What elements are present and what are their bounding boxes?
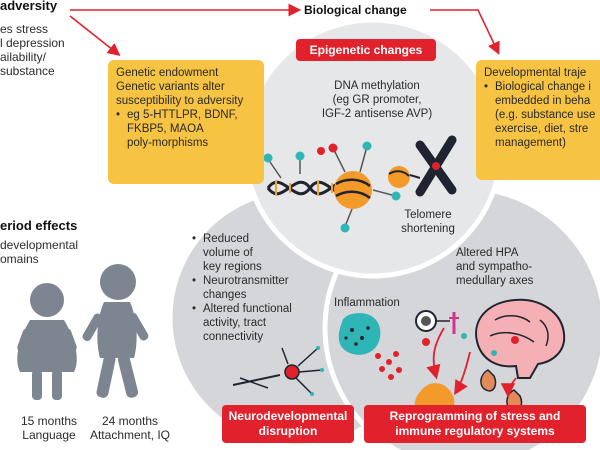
neuro-bullet-line: connectivity [203, 331, 264, 343]
neuro-bullet: Reduced volume of key regions [192, 232, 322, 274]
neuro-bullet-line: volume of [203, 247, 253, 259]
neuro-bullet-list: Reduced volume of key regions Neurotrans… [192, 232, 322, 344]
developmental-bullet-list: Biological change i embedded in beha (e.… [484, 80, 598, 150]
genetic-endowment-box: Genetic endowment Genetic variants alter… [108, 60, 264, 184]
inflammation-label: Inflammation [334, 297, 400, 309]
stress-label-line: Reprogramming of stress and [389, 409, 561, 423]
child-15-months-caption: 15 months Language [12, 414, 86, 442]
child-domain: Language [22, 428, 76, 442]
adversity-line: l depression [0, 36, 65, 50]
genetic-bullet-list: eg 5-HTTLPR, BDNF, FKBP5, MAOA poly-morp… [116, 108, 256, 150]
period-effects-heading: eriod effects [0, 218, 78, 233]
brain-icon [475, 298, 566, 379]
reprogramming-stress-immune-label: Reprogramming of stress and immune regul… [364, 405, 586, 443]
dna-methylation-text: DNA methylation (eg GR promoter, IGF-2 a… [302, 79, 452, 121]
signal-marker-icons [461, 333, 497, 356]
adversity-heading: adversity [0, 0, 58, 13]
child-domain: Attachment, IQ [89, 428, 171, 442]
developmental-bullet: Biological change i embedded in beha (e.… [484, 80, 598, 150]
adversity-line: ailability/ [0, 50, 47, 64]
neuro-bullet: Altered functional activity, tract conne… [192, 302, 322, 344]
adversity-list: es stress l depression ailability/ subst… [0, 22, 65, 78]
immune-cell-small-icon [415, 310, 450, 346]
genetic-bullet-line: poly-morphisms [127, 137, 209, 149]
period-line: omains [0, 252, 39, 266]
genetic-line: susceptibility to adversity [116, 95, 244, 107]
dna-line: (eg GR promoter, [332, 94, 422, 106]
nucleosome-icon [334, 166, 410, 209]
developmental-title: Developmental traje [484, 67, 587, 79]
methyl-group-icons [263, 141, 401, 233]
developmental-trajectory-box: Developmental traje Biological change i … [476, 60, 600, 180]
period-effects-list: developmental omains [0, 238, 78, 266]
chromosome-icon [409, 135, 457, 197]
stress-axis-arrows [426, 327, 517, 398]
genetic-line: Genetic variants alter [116, 81, 225, 93]
hpa-line: Altered HPA [456, 247, 519, 259]
neuro-bullet: Neurotransmitter changes [192, 274, 322, 302]
stress-label-line: immune regulatory systems [395, 424, 555, 438]
dna-line: DNA methylation [334, 80, 420, 92]
developmental-bullet-line: embedded in beha [495, 95, 591, 107]
toddler-15-months-icon [17, 283, 77, 400]
arrow-biological-to-developmental [430, 9, 500, 55]
genetic-line: Genetic endowment [116, 67, 219, 79]
neuro-bullet-line: key regions [203, 261, 262, 273]
genetic-bullet-line: FKBP5, MAOA [127, 123, 204, 135]
telomere-line: Telomere [404, 209, 452, 221]
telomere-text: Telomere shortening [388, 208, 468, 236]
genetic-bullet-line: eg 5-HTTLPR, BDNF, [127, 109, 238, 121]
cytokine-dots-icon [375, 351, 402, 380]
neuro-bullet-line: Altered functional [203, 303, 292, 315]
telomere-line: shortening [401, 223, 455, 235]
developmental-bullet-line: management) [495, 137, 566, 149]
hpa-line: and sympatho- [456, 261, 533, 273]
developmental-bullet-line: Biological change i [495, 81, 591, 93]
hpa-axes-text: Altered HPA and sympatho- medullary axes [456, 246, 566, 288]
child-24-months-caption: 24 months Attachment, IQ [84, 414, 176, 442]
arrow-adversity-to-genetic [69, 15, 121, 56]
neuro-bullet-line: Reduced [203, 233, 250, 245]
period-line: developmental [0, 238, 79, 252]
biological-change-title: Biological change [304, 3, 407, 17]
neuro-label-line: Neurodevelopmental [228, 409, 348, 423]
genetic-bullet: eg 5-HTTLPR, BDNF, FKBP5, MAOA poly-morp… [116, 108, 256, 150]
dna-line: IGF-2 antisense AVP) [321, 108, 433, 120]
neuro-bullet-line: changes [203, 289, 247, 301]
neuro-label-line: disruption [258, 424, 318, 438]
developmental-bullet-line: (e.g. substance use [495, 109, 596, 121]
hpa-line: medullary axes [456, 275, 534, 287]
neuron-icon [232, 346, 324, 396]
child-age: 24 months [101, 414, 159, 428]
child-age: 15 months [20, 414, 78, 428]
receptor-icon [449, 312, 459, 334]
adversity-line: substance [0, 64, 55, 78]
neuro-bullet-line: Neurotransmitter [203, 275, 289, 287]
toddler-24-months-icon [82, 264, 149, 398]
neuro-bullet-line: activity, tract [203, 317, 267, 329]
epigenetic-changes-label: Epigenetic changes [296, 39, 436, 61]
adversity-line: es stress [0, 22, 49, 36]
developmental-bullet-line: exercise, diet, stre [495, 123, 589, 135]
immune-cell-icon [338, 313, 381, 355]
neurodevelopmental-disruption-label: Neurodevelopmental disruption [222, 405, 354, 443]
